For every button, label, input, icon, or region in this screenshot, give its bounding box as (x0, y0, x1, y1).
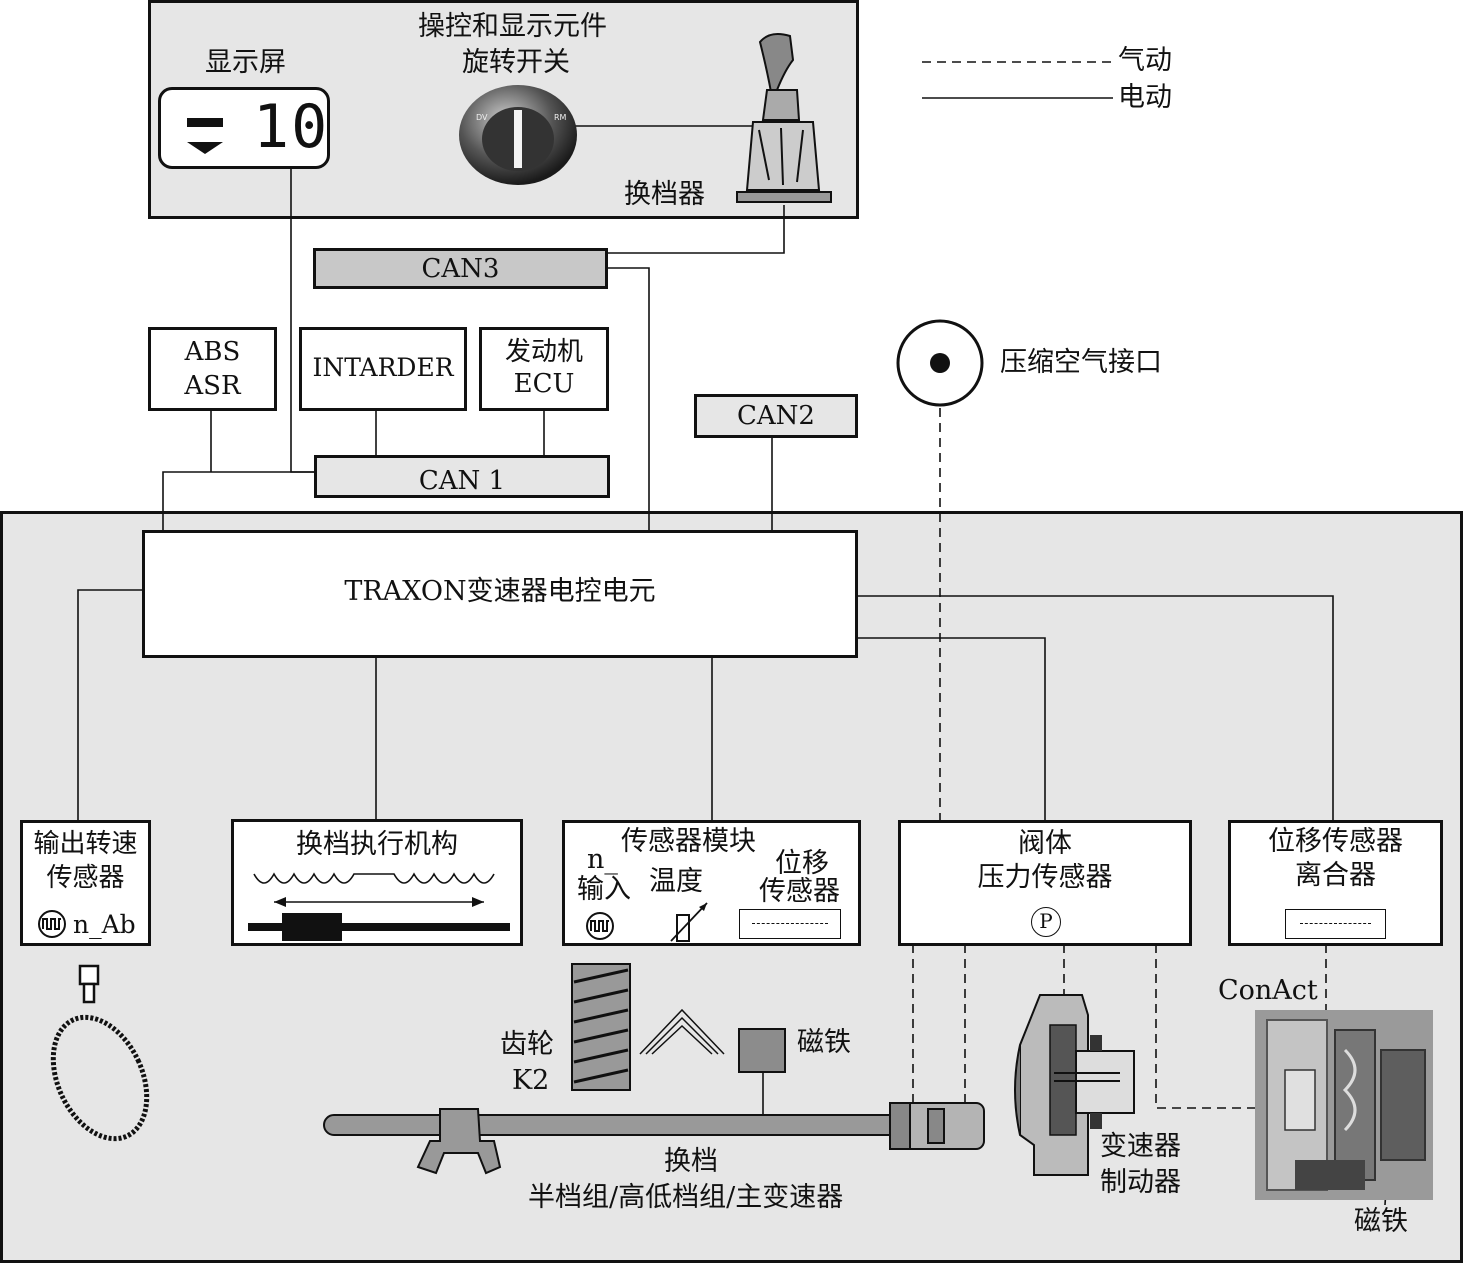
gear-label: 齿轮 (500, 1029, 554, 1060)
abs-asr-unit: ABS ASR (148, 327, 277, 411)
clutch-displacement-icon (1285, 909, 1386, 939)
sensor-module-title: 传感器模块 (621, 826, 756, 857)
traxon-ecu-label: TRAXON变速器电控电元 (344, 576, 656, 607)
temperature-label: 温度 (649, 866, 703, 897)
air-port-label: 压缩空气接口 (1000, 347, 1162, 378)
valve-body: 阀体 压力传感器 P (898, 820, 1192, 946)
brake-label-2: 制动器 (1100, 1167, 1181, 1198)
display-label: 显示屏 (205, 47, 286, 78)
can2-bus: CAN2 (694, 394, 858, 438)
magnet-block (738, 1028, 786, 1073)
n-ab-label: n_Ab (73, 909, 136, 939)
shift-label-1: 换档 (664, 1146, 718, 1177)
traxon-ecu: TRAXON变速器电控电元 (142, 530, 858, 658)
transmission-brake (1010, 985, 1140, 1195)
asr-label: ASR (184, 371, 241, 401)
output-speed-sensor: 输出转速 传感器 n_Ab (20, 820, 151, 946)
svg-text:DV: DV (476, 113, 488, 122)
magnet-label: 磁铁 (797, 1027, 851, 1058)
svg-text:RM: RM (554, 113, 567, 122)
displacement-sensor-icon (739, 909, 841, 939)
brake-label-1: 变速器 (1100, 1131, 1181, 1162)
gear-k2-label: K2 (512, 1065, 550, 1096)
control-panel-title: 操控和显示元件 (418, 11, 607, 42)
rotary-switch[interactable]: DV RM (458, 84, 578, 186)
engine-label: 发动机 (504, 337, 583, 367)
valve-label: 阀体 (1018, 828, 1072, 859)
can2-label: CAN2 (737, 401, 815, 431)
gear-icon (571, 963, 631, 1091)
shifter-lever[interactable] (735, 30, 835, 210)
engine-ecu-unit: 发动机 ECU (479, 327, 609, 411)
engine-ecu-label: ECU (513, 369, 575, 399)
magnetic-field-icon (639, 1008, 725, 1055)
output-sensor-line1: 输出转速 (33, 829, 138, 859)
display-screen: 10 (158, 87, 330, 169)
shifter-label: 换档器 (624, 179, 705, 210)
conact-actuator (1255, 1010, 1433, 1200)
can3-bus: CAN3 (313, 248, 608, 289)
shifter-icon (736, 33, 832, 203)
clutch-sensor-line1: 位移传感器 (1268, 826, 1403, 857)
displacement-label-1: 位移 (775, 848, 829, 879)
sensor-ring-icon (50, 964, 150, 1142)
conact-label: ConAct (1218, 975, 1318, 1006)
air-port-icon (896, 319, 984, 407)
clutch-sensor-line2: 离合器 (1295, 860, 1376, 891)
thermistor-icon (670, 902, 708, 942)
input-pulse-icon (586, 912, 614, 940)
pressure-sensor-label: 压力传感器 (977, 862, 1113, 893)
actuator-icon (248, 872, 510, 941)
shift-actuator: 换档执行机构 (231, 819, 523, 946)
can1-label: CAN 1 (418, 466, 506, 496)
legend-electric: 电动 (1118, 82, 1172, 113)
shift-shaft (323, 1102, 985, 1175)
intarder-unit: INTARDER (299, 327, 467, 411)
gear-indicator-icon (187, 118, 223, 154)
displacement-label-2: 传感器 (759, 876, 840, 907)
output-sensor-signal: n_Ab (37, 909, 136, 939)
n-label: n_ (587, 844, 618, 875)
compressed-air-port (895, 318, 985, 408)
display-value: 10 (253, 92, 330, 162)
pulse-signal-icon (38, 910, 66, 938)
gear-k2 (570, 962, 632, 1092)
pressure-symbol: P (1039, 909, 1053, 933)
speed-sensor-ring (40, 962, 160, 1147)
rotary-knob-icon: DV RM (459, 85, 577, 185)
abs-label: ABS (184, 337, 241, 367)
conact-magnet-label: 磁铁 (1354, 1206, 1408, 1237)
shift-actuator-label: 换档执行机构 (296, 829, 458, 860)
brake-icon (1014, 994, 1135, 1176)
rotary-switch-label: 旋转开关 (462, 47, 570, 78)
legend-pneumatic: 气动 (1118, 45, 1172, 76)
clutch-sensor: 位移传感器 离合器 (1228, 820, 1443, 946)
shift-label-2: 半档组/高低档组/主变速器 (528, 1182, 844, 1213)
can3-label: CAN3 (421, 254, 500, 284)
can1-bus: CAN 1 (314, 455, 610, 498)
intarder-label: INTARDER (312, 353, 454, 382)
pressure-sensor-icon: P (1031, 907, 1061, 937)
conact-icon (1255, 1010, 1433, 1200)
input-label: 输入 (577, 874, 631, 905)
output-sensor-line2: 传感器 (46, 863, 125, 893)
sensor-module: 传感器模块 n_ 输入 温度 位移 传感器 (562, 820, 861, 946)
